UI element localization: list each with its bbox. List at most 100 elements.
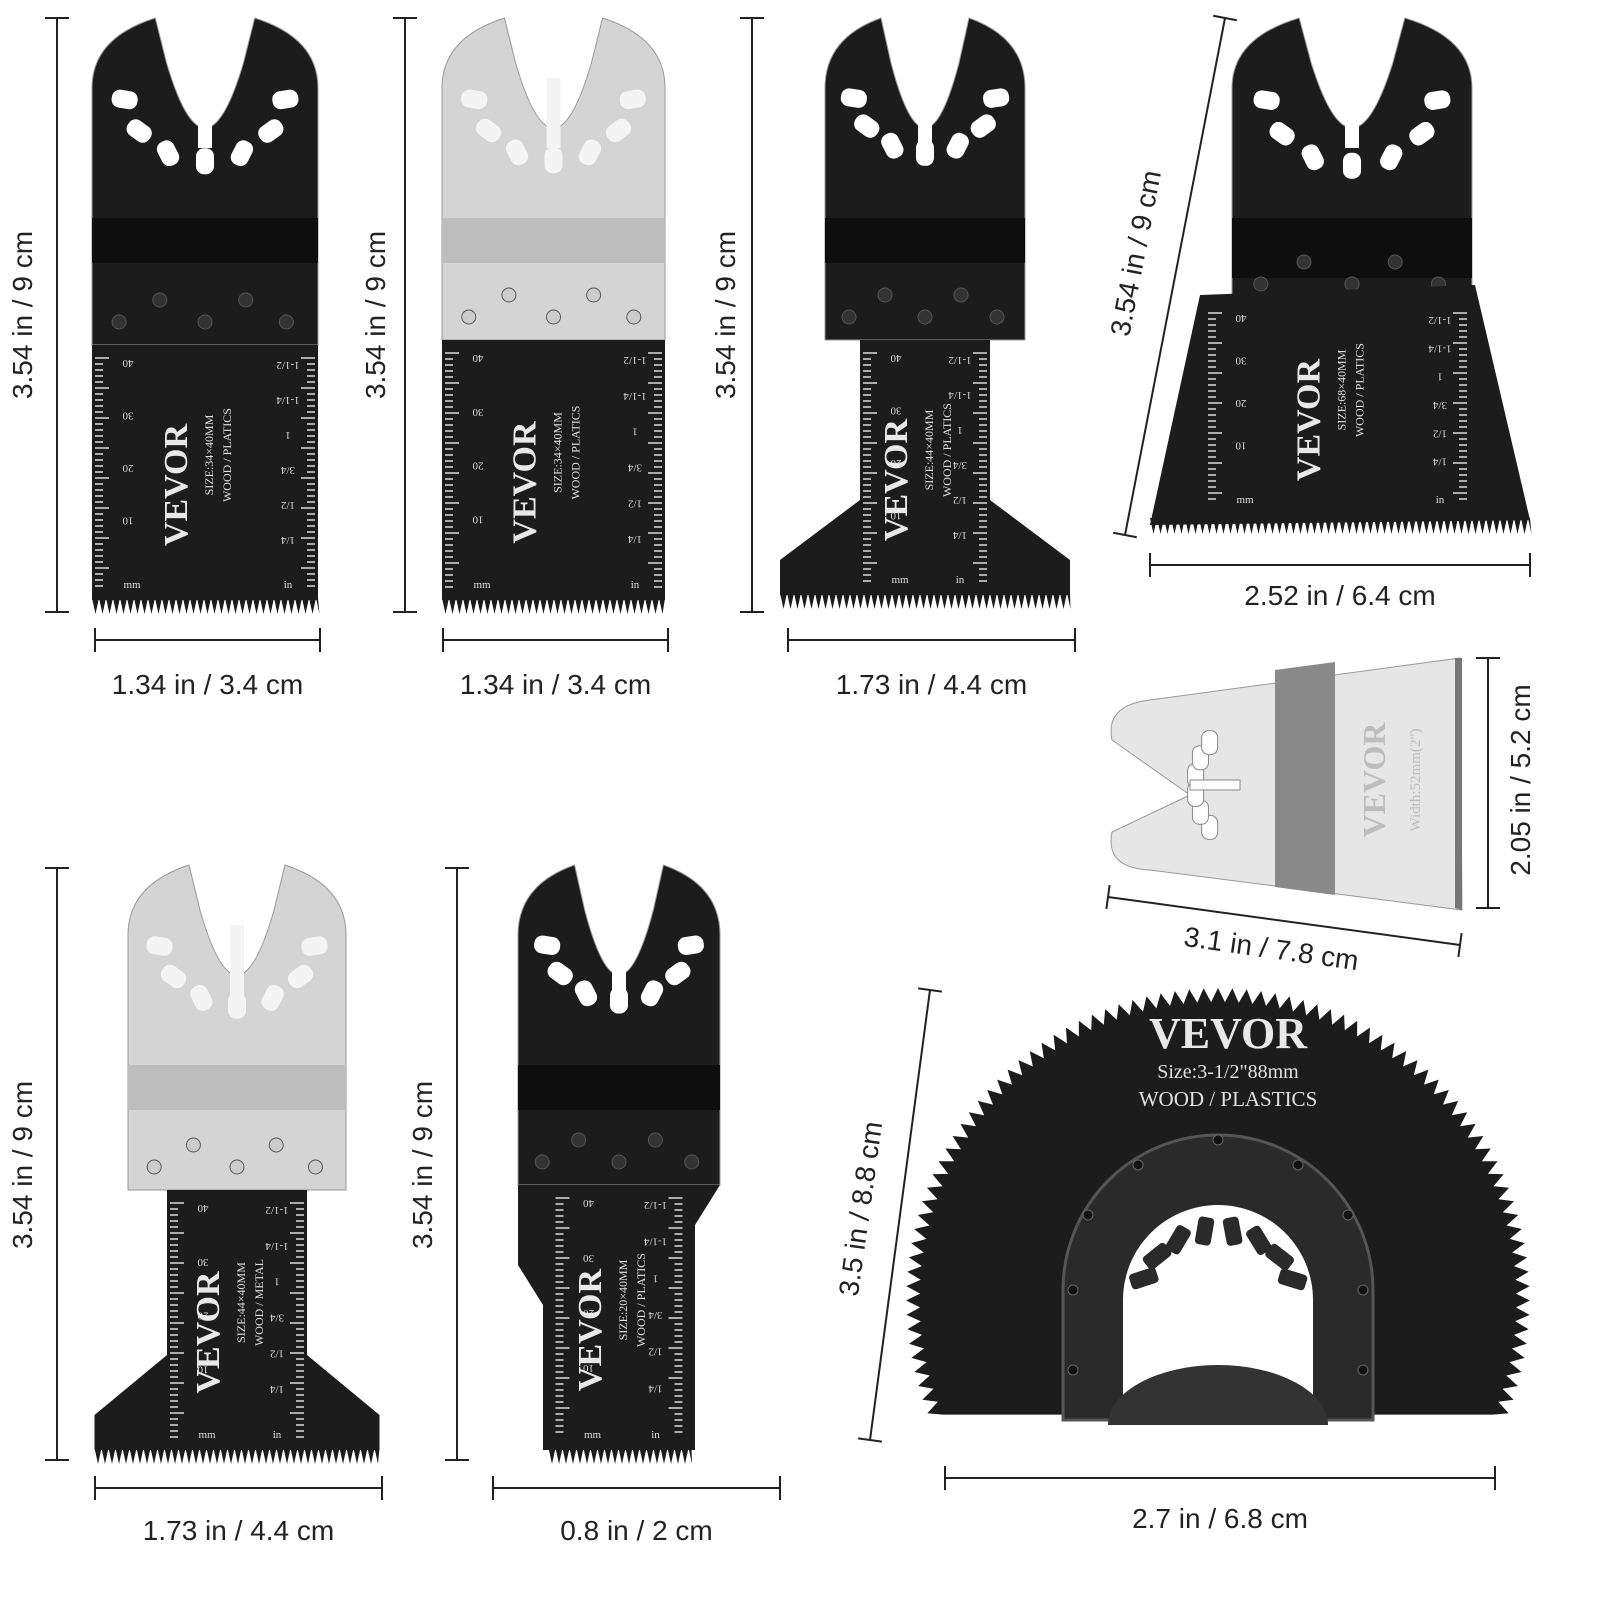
mm-label: 10	[197, 1363, 209, 1375]
mounting-slot	[1165, 1225, 1191, 1255]
mounting-slot	[1424, 90, 1451, 110]
blade-teeth	[780, 593, 1071, 609]
brand-logo: VEVOR	[1291, 359, 1328, 482]
inch-label: 3/4	[1432, 399, 1447, 411]
segment-material-label: WOOD / PLASTICS	[1139, 1087, 1318, 1111]
blade-ruler-body	[94, 1190, 380, 1450]
mounting-slot	[1201, 730, 1219, 756]
rivet	[1387, 254, 1403, 270]
rivet	[238, 292, 254, 308]
blade-teeth	[92, 598, 320, 614]
mounting-slot	[619, 89, 646, 110]
width-label: 1.73 in / 4.4 cm	[143, 1515, 334, 1546]
mm-unit: mm	[584, 1429, 602, 1441]
mm-label: 10	[122, 515, 134, 527]
inch-label: 1/4	[269, 1383, 284, 1395]
mm-label: 30	[890, 405, 902, 417]
segment-size-label: Size:3-1/2"88mm	[1157, 1061, 1299, 1083]
mm-unit: mm	[473, 579, 491, 591]
inch-unit: in	[1436, 494, 1445, 506]
inch-label: 1-1/4	[265, 1240, 289, 1252]
rivet	[307, 1159, 323, 1175]
blade-ruler-body	[780, 340, 1070, 595]
rivet	[877, 287, 893, 303]
blade-7-height: 3.54 in / 9 cm	[407, 867, 469, 1461]
mounting-slot	[1253, 90, 1280, 110]
inch-label: 3/4	[280, 464, 295, 476]
mounting-slot	[111, 89, 138, 110]
mm-label: 10	[1235, 440, 1247, 452]
mounting-slot	[1194, 1216, 1215, 1246]
blade-head	[127, 864, 347, 1191]
width-label: 2.52 in / 6.4 cm	[1244, 580, 1435, 611]
inch-label: 1-1/2	[1428, 314, 1451, 326]
scraper-edge	[1455, 658, 1462, 910]
mounting-slot	[1246, 1225, 1272, 1255]
width-label: 1.34 in / 3.4 cm	[112, 669, 303, 700]
brand-logo: VEVOR	[190, 1271, 227, 1394]
mounting-slot	[840, 88, 867, 108]
mm-label: 20	[122, 462, 134, 474]
center-slot	[918, 78, 932, 148]
inch-label: 1/4	[952, 529, 967, 541]
blade-band	[92, 218, 318, 263]
rivet	[546, 309, 561, 325]
dimension-line	[869, 989, 931, 1441]
rivet	[1357, 1364, 1369, 1376]
brand-logo: VEVOR	[158, 424, 195, 547]
blade-material-label: WOOD / METAL	[252, 1259, 266, 1346]
blade-4-width: 2.52 in / 6.4 cm	[1149, 553, 1531, 611]
mm-unit: mm	[891, 574, 909, 586]
inch-label: 1/4	[280, 534, 295, 546]
width-label: 1.34 in / 3.4 cm	[460, 669, 651, 700]
height-label: 3.54 in / 9 cm	[710, 231, 741, 399]
blade-head	[517, 864, 721, 1186]
mounting-slot	[1277, 1268, 1308, 1291]
inch-label: 1	[1437, 371, 1443, 383]
center-slot	[198, 78, 212, 148]
segment-width: 2.7 in / 6.8 cm	[944, 1466, 1496, 1534]
blade-teeth	[1150, 518, 1532, 534]
rivet	[611, 1154, 627, 1170]
inch-label: 1/2	[628, 497, 642, 509]
inch-label: 1/2	[281, 499, 295, 511]
blade-7-width: 0.8 in / 2 cm	[492, 1476, 781, 1546]
rivet	[146, 1159, 162, 1175]
inch-label: 1	[274, 1276, 280, 1288]
rivet	[1067, 1284, 1079, 1296]
mounting-slot	[983, 88, 1010, 108]
scraper-size-label: Width:52mm(2")	[1408, 728, 1424, 831]
blade-material-label: WOOD / PLATICS	[634, 1253, 648, 1347]
rivet	[684, 1154, 700, 1170]
inch-unit: in	[651, 1429, 660, 1441]
rivet	[278, 314, 294, 330]
blade-size-label: SIZE:20×40MM	[616, 1259, 630, 1340]
inch-label: 1-1/4	[1428, 342, 1452, 354]
blade-size-label: SIZE:34×40MM	[551, 412, 565, 493]
center-slot	[230, 925, 244, 995]
mounting-slot	[461, 89, 488, 110]
inch-label: 3/4	[648, 1309, 663, 1321]
mounting-slot	[146, 936, 173, 956]
inch-label: 1-1/4	[623, 390, 647, 402]
blade-size-label: SIZE:68×40MM	[1335, 349, 1349, 430]
mounting-slot	[258, 119, 284, 143]
rivet	[1253, 276, 1269, 292]
inch-label: 1	[285, 429, 291, 441]
height-label: 3.54 in / 9 cm	[1104, 168, 1167, 339]
blade-teeth	[94, 1448, 380, 1464]
rivet	[111, 314, 127, 330]
blade-2-height: 3.54 in / 9 cm	[360, 17, 417, 613]
rivet	[1296, 254, 1312, 270]
height-label: 3.54 in / 9 cm	[7, 1081, 38, 1249]
blade-band	[128, 1065, 346, 1110]
blade-band	[1232, 218, 1472, 278]
inch-label: 1/2	[1433, 427, 1447, 439]
inch-label: 1-1/2	[623, 354, 646, 366]
blade-material-label: WOOD / PLATICS	[1353, 343, 1367, 437]
blade-material-label: WOOD / PLATICS	[569, 405, 583, 499]
height-label: 3.54 in / 9 cm	[360, 231, 391, 399]
blade-size-label: SIZE:44×40MM	[922, 409, 936, 490]
